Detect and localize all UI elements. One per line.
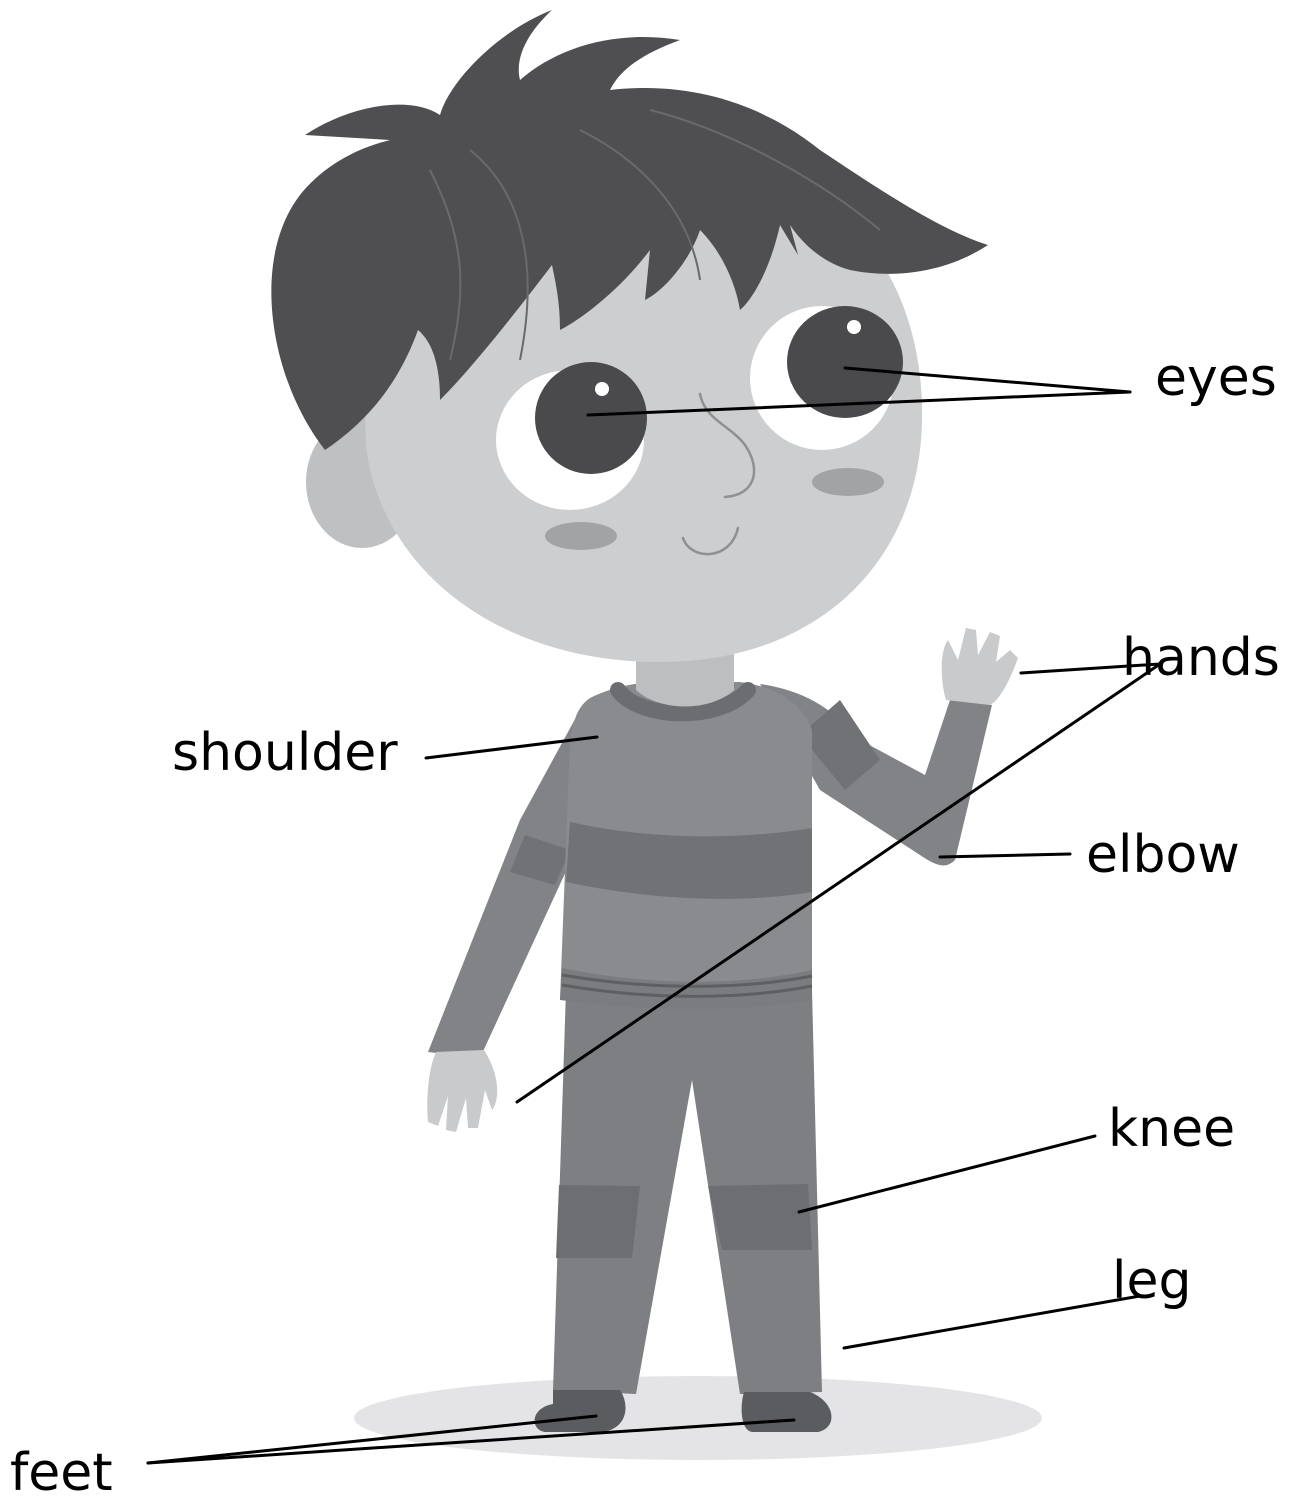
leg-leader-line [844, 1296, 1140, 1348]
shoulder-label: shoulder [172, 727, 398, 779]
left-cheek [545, 522, 617, 550]
knee-leader-line [799, 1136, 1095, 1212]
right-hand [942, 628, 1018, 705]
ground-shadow [354, 1376, 1042, 1460]
feet-label: feet [10, 1447, 113, 1499]
left-hand [427, 1050, 497, 1132]
leg-label: leg [1112, 1255, 1191, 1307]
elbow-leader-line [940, 854, 1070, 857]
knee-label: knee [1108, 1103, 1235, 1155]
right-cheek [812, 468, 884, 496]
hands-label: hands [1122, 632, 1280, 684]
sweater [560, 682, 812, 1009]
eyes-label: eyes [1155, 352, 1277, 404]
elbow-label: elbow [1086, 829, 1240, 881]
